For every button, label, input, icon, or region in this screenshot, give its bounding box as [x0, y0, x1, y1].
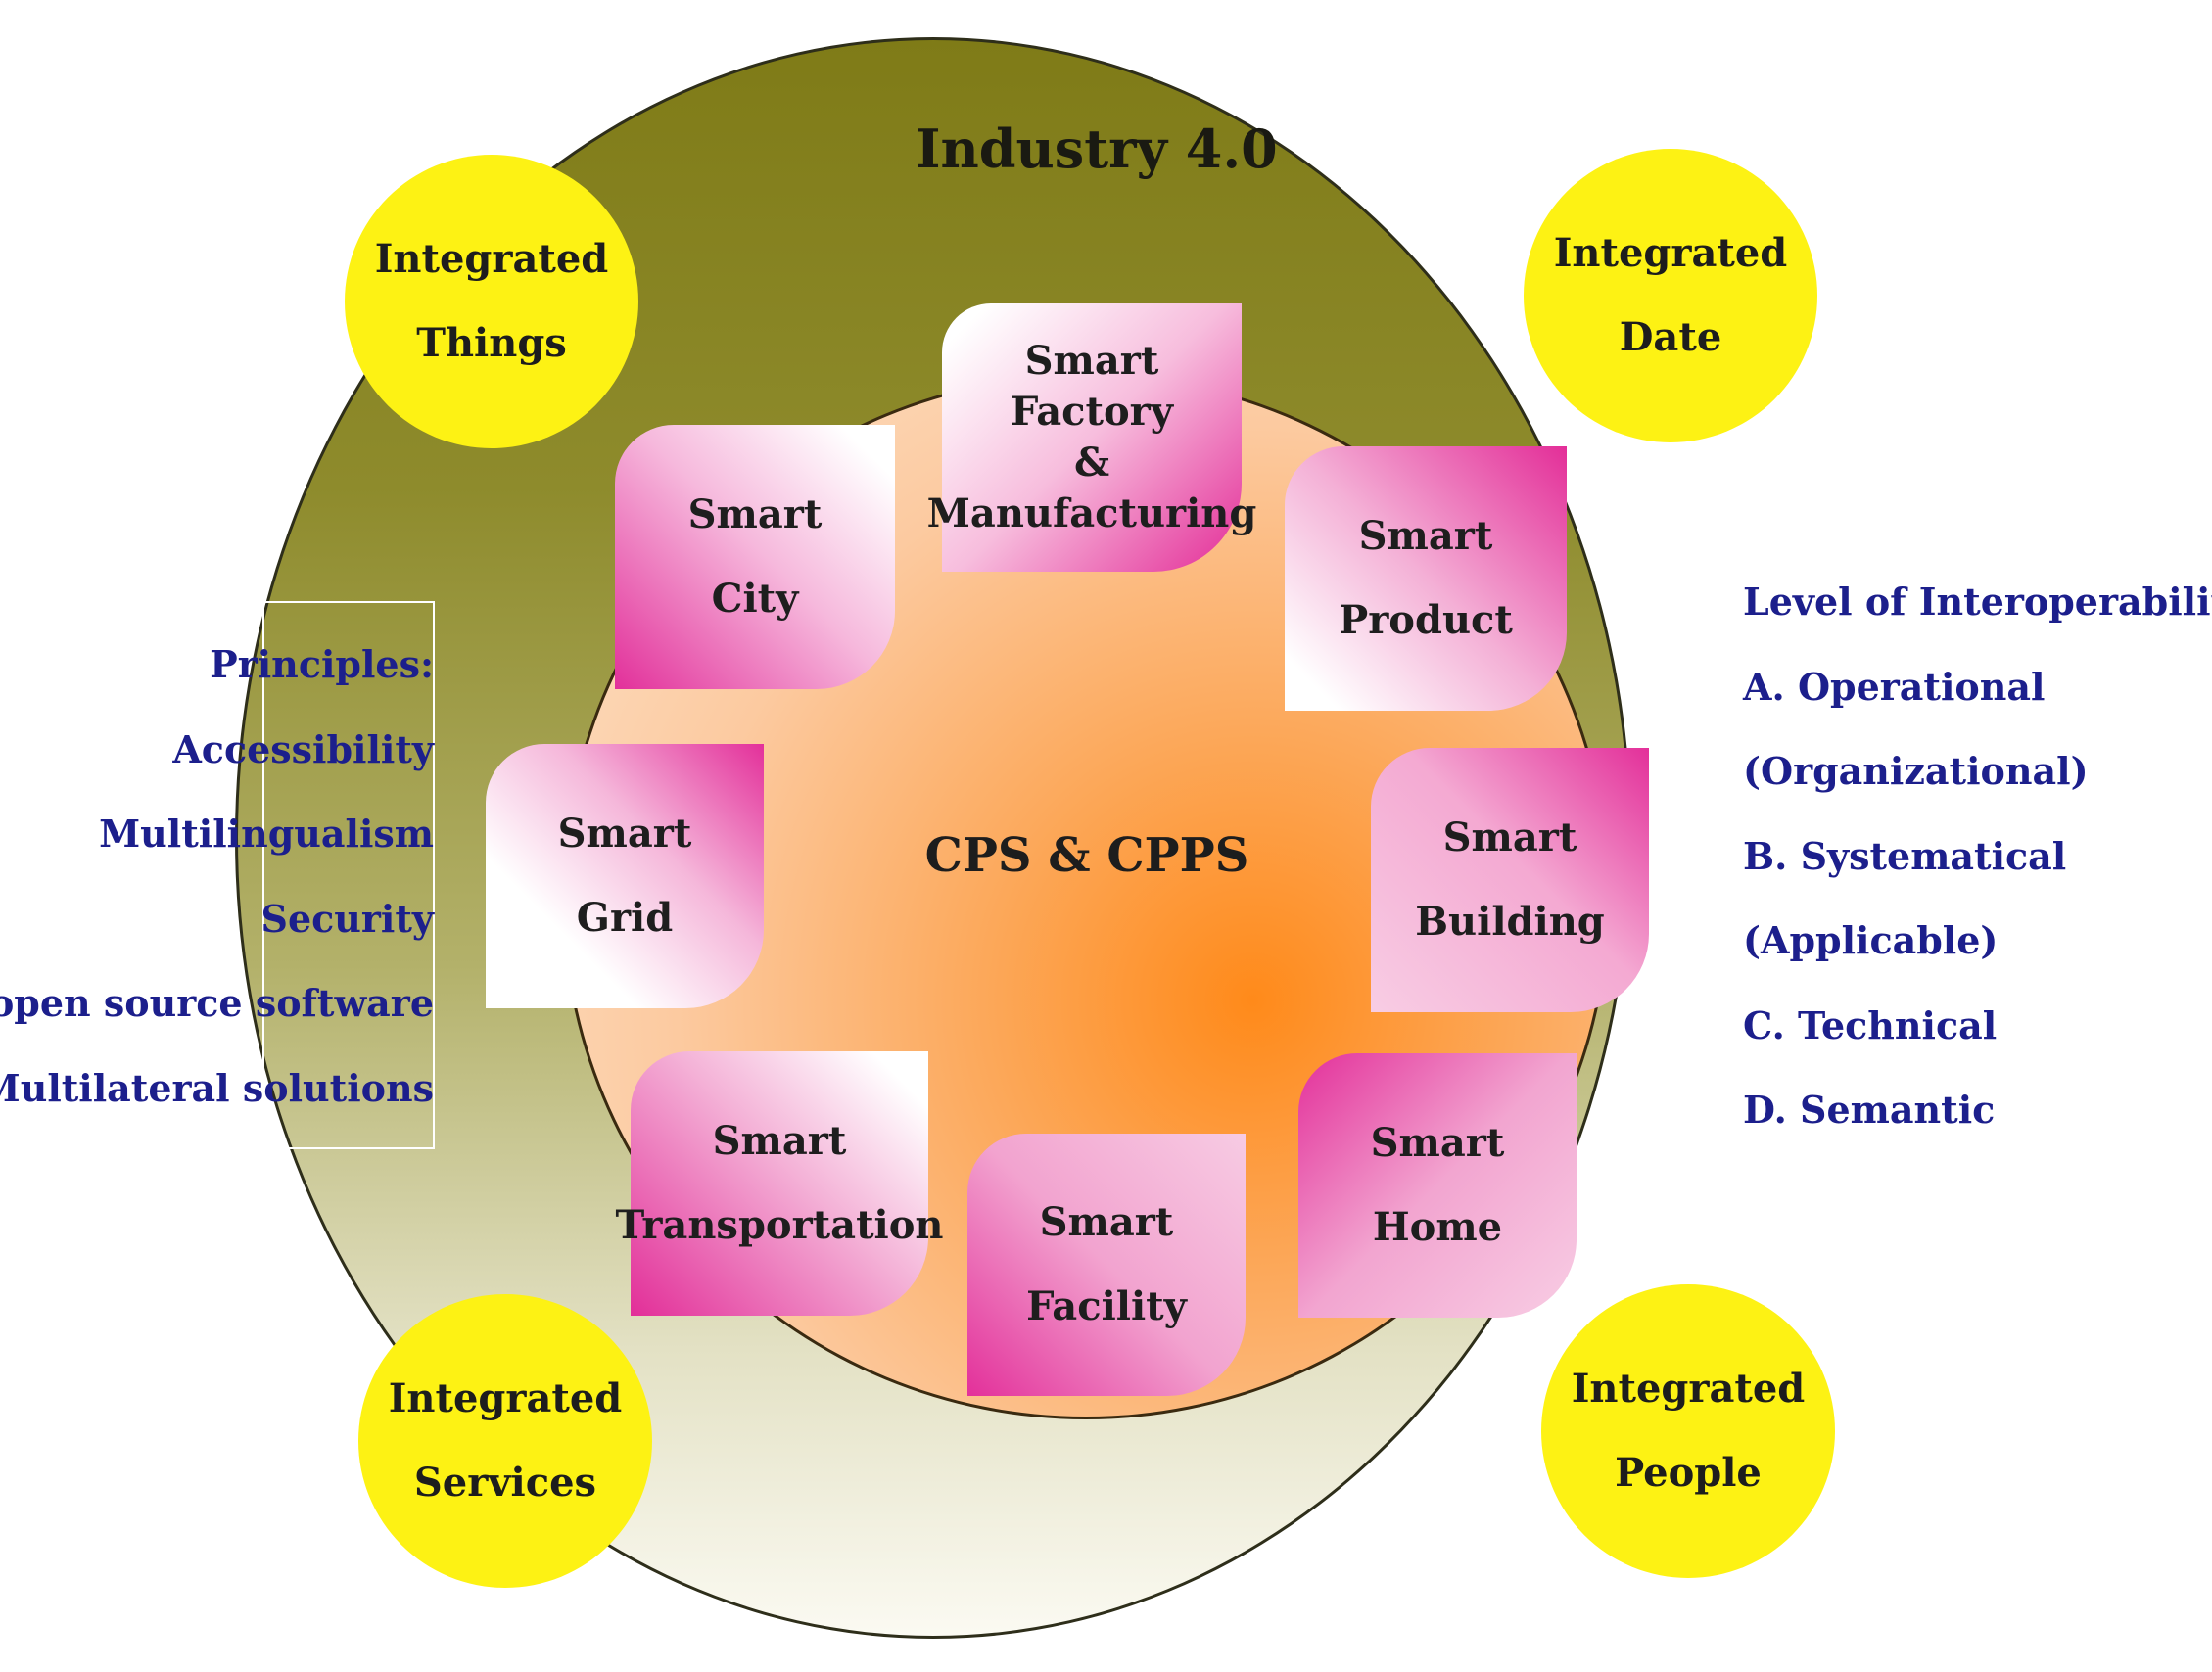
integrated-people-circle: Integrated People — [1541, 1284, 1835, 1578]
integrated-people-line1: Integrated — [1571, 1366, 1806, 1412]
principles-item: Multilingualism — [99, 812, 434, 856]
integrated-services-circle: Integrated Services — [358, 1294, 652, 1588]
tile-smart-home-line1: Smart — [1370, 1120, 1505, 1166]
integrated-services-line2: Services — [413, 1460, 597, 1506]
principles-item: Multilateral solutions — [0, 1065, 434, 1110]
principles-item: Accessibility — [172, 726, 434, 771]
tile-smart-product-line2: Product — [1339, 597, 1513, 643]
tile-smart-home: Smart Home — [1298, 1053, 1577, 1318]
tile-smart-product-line1: Smart — [1358, 513, 1493, 559]
integrated-things-line1: Integrated — [374, 236, 609, 282]
tile-smart-grid-line2: Grid — [576, 895, 674, 941]
interoperability-item: B. Systematical — [1743, 833, 2067, 878]
principles-box — [262, 601, 435, 1149]
interoperability-box — [1739, 536, 1870, 1175]
integrated-things-circle: Integrated Things — [345, 155, 638, 448]
tile-smart-transportation: Smart Transportation — [616, 1051, 944, 1316]
interoperability-list: Level of Interoperability A. Operational… — [1743, 560, 2212, 1153]
integrated-date-line1: Integrated — [1553, 230, 1788, 276]
tile-smart-transportation-line1: Smart — [712, 1118, 847, 1164]
tile-smart-building-line2: Building — [1415, 899, 1605, 945]
tile-smart-facility-line1: Smart — [1039, 1199, 1174, 1245]
integrated-services-line1: Integrated — [388, 1375, 623, 1421]
tile-smart-grid-line1: Smart — [557, 811, 692, 857]
interoperability-item: (Applicable) — [1743, 918, 1999, 962]
interoperability-item: A. Operational — [1743, 664, 2046, 709]
tile-smart-transportation-line2: Transportation — [615, 1202, 944, 1248]
diagram-title: Industry 4.0 — [916, 117, 1278, 180]
principles-heading: Principles: — [210, 642, 434, 686]
tile-smart-building: Smart Building — [1371, 748, 1649, 1012]
center-label: CPS & CPPS — [924, 828, 1249, 883]
tile-smart-factory-line1: Smart Factory — [1011, 338, 1173, 435]
tile-smart-factory-line3: Manufacturing — [926, 490, 1257, 536]
integrated-things-line2: Things — [416, 320, 567, 366]
tile-smart-city: Smart City — [615, 425, 895, 689]
principles-item: Security — [260, 896, 434, 941]
integrated-people-line2: People — [1615, 1450, 1762, 1496]
tile-smart-product: Smart Product — [1285, 446, 1567, 711]
tile-smart-facility: Smart Facility — [967, 1134, 1246, 1396]
interoperability-item: (Organizational) — [1743, 749, 2089, 793]
interoperability-item: C. Technical — [1743, 1002, 1998, 1047]
tile-smart-building-line1: Smart — [1442, 814, 1577, 860]
tile-smart-facility-line2: Facility — [1026, 1283, 1187, 1329]
principles-item: open source software — [0, 981, 434, 1025]
tile-smart-factory-line2: & — [1073, 440, 1110, 486]
tile-smart-city-line1: Smart — [687, 491, 823, 537]
tile-smart-city-line2: City — [711, 576, 799, 622]
interoperability-heading: Level of Interoperability — [1743, 580, 2212, 624]
integrated-date-circle: Integrated Date — [1524, 149, 1817, 442]
interoperability-item: D. Semantic — [1743, 1088, 1996, 1132]
integrated-date-line2: Date — [1619, 314, 1722, 360]
tile-smart-factory: Smart Factory & Manufacturing — [927, 303, 1256, 572]
tile-smart-home-line2: Home — [1372, 1204, 1503, 1250]
tile-smart-grid: Smart Grid — [486, 744, 764, 1008]
principles-list: Principles: Accessibility Multilingualis… — [0, 623, 434, 1131]
